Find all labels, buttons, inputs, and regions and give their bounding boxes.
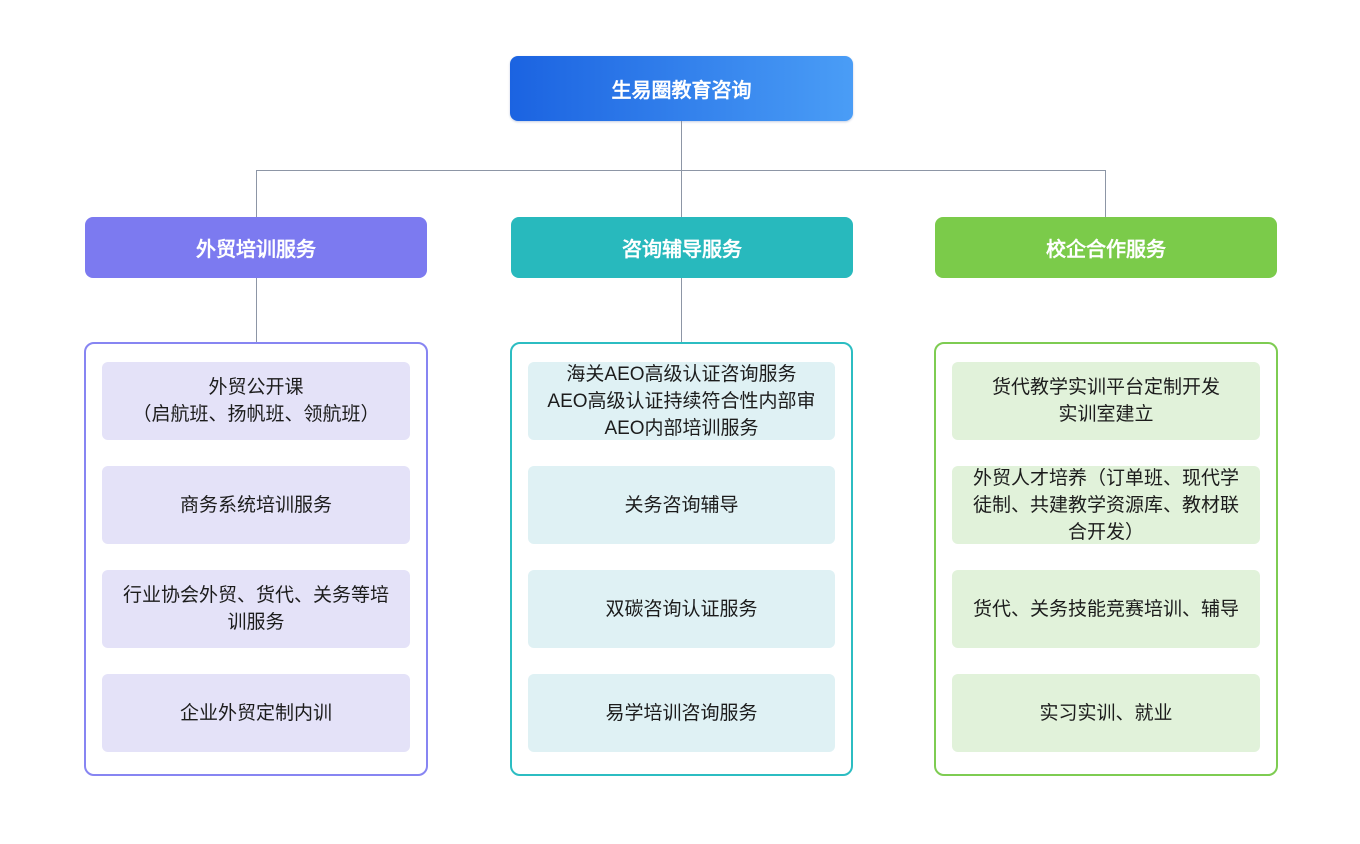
service-item-line: AEO高级认证持续符合性内部审 <box>547 390 816 412</box>
service-item-line: 企业外贸定制内训 <box>179 702 332 724</box>
service-item-line: 商务系统培训服务 <box>179 494 332 516</box>
root-node[interactable]: 生易圈教育咨询 <box>510 56 853 121</box>
service-item-yixue-training-consulting[interactable]: 易学培训咨询服务 <box>528 674 835 752</box>
connector-branch-left-vertical <box>256 170 257 217</box>
service-item-open-course[interactable]: 外贸公开课 （启航班、扬帆班、领航班） <box>102 362 410 440</box>
service-item-line: 行业协会外贸、货代、关务等培训服务 <box>122 585 389 633</box>
service-item-line: 外贸人才培养（订单班、现代学徒制、共建教学资源库、教材联合开发） <box>972 467 1239 543</box>
branch-header-label: 外贸培训服务 <box>196 239 316 261</box>
service-item-line: （启航班、扬帆班、领航班） <box>132 404 380 425</box>
service-item-aeo-certification[interactable]: 海关AEO高级认证咨询服务 AEO高级认证持续符合性内部审 AEO内部培训服务 <box>528 362 835 440</box>
connector-root-vertical <box>681 121 682 170</box>
service-item-skills-competition-training[interactable]: 货代、关务技能竞赛培训、辅导 <box>952 570 1260 648</box>
service-item-training-platform-development[interactable]: 货代教学实训平台定制开发 实训室建立 <box>952 362 1260 440</box>
branch-header-foreign-trade-training[interactable]: 外贸培训服务 <box>85 217 427 278</box>
service-item-line: 实习实训、就业 <box>1039 702 1173 724</box>
branch-header-consulting-tutoring[interactable]: 咨询辅导服务 <box>511 217 853 278</box>
service-item-line: 海关AEO高级认证咨询服务 <box>566 363 797 385</box>
service-item-line: 易学培训咨询服务 <box>605 702 758 724</box>
service-item-line: 实训室建立 <box>1058 404 1154 425</box>
branch-header-label: 咨询辅导服务 <box>622 239 742 261</box>
service-item-industry-association-training[interactable]: 行业协会外贸、货代、关务等培训服务 <box>102 570 410 648</box>
service-item-dual-carbon-certification[interactable]: 双碳咨询认证服务 <box>528 570 835 648</box>
branch-panel-foreign-trade-training: 外贸公开课 （启航班、扬帆班、领航班） 商务系统培训服务 行业协会外贸、货代、关… <box>84 342 428 776</box>
service-item-business-system-training[interactable]: 商务系统培训服务 <box>102 466 410 544</box>
service-item-line: 货代、关务技能竞赛培训、辅导 <box>972 598 1239 620</box>
service-item-line: 双碳咨询认证服务 <box>605 598 758 620</box>
connector-left-header-panel <box>256 278 257 342</box>
connector-branch-right-vertical <box>1105 170 1106 217</box>
service-item-line: 外贸公开课 <box>208 377 304 398</box>
connector-middle-header-panel <box>681 278 682 342</box>
branch-header-label: 校企合作服务 <box>1046 239 1166 261</box>
branch-header-school-enterprise[interactable]: 校企合作服务 <box>935 217 1277 278</box>
service-item-internship-employment[interactable]: 实习实训、就业 <box>952 674 1260 752</box>
service-item-enterprise-custom-training[interactable]: 企业外贸定制内训 <box>102 674 410 752</box>
branch-panel-consulting-tutoring: 海关AEO高级认证咨询服务 AEO高级认证持续符合性内部审 AEO内部培训服务 … <box>510 342 853 776</box>
connector-branch-middle-vertical <box>681 170 682 217</box>
branch-panel-school-enterprise: 货代教学实训平台定制开发 实训室建立 外贸人才培养（订单班、现代学徒制、共建教学… <box>934 342 1278 776</box>
service-item-line: AEO内部培训服务 <box>604 417 759 439</box>
service-item-customs-consulting[interactable]: 关务咨询辅导 <box>528 466 835 544</box>
service-item-line: 货代教学实训平台定制开发 <box>991 377 1220 398</box>
service-item-talent-cultivation[interactable]: 外贸人才培养（订单班、现代学徒制、共建教学资源库、教材联合开发） <box>952 466 1260 544</box>
root-node-label: 生易圈教育咨询 <box>611 80 752 102</box>
service-item-line: 关务咨询辅导 <box>624 494 739 516</box>
